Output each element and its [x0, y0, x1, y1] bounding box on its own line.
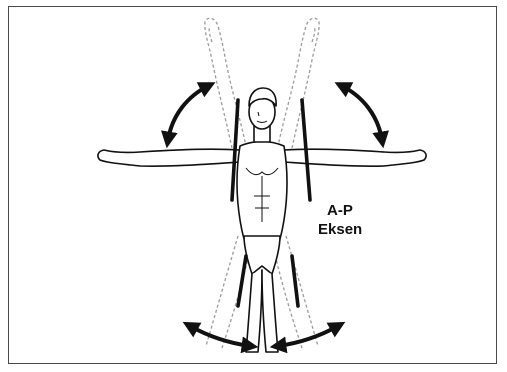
double-headed-curved-arrow-right-leg	[278, 326, 338, 346]
axis-bar-right-leg	[292, 256, 298, 306]
double-headed-curved-arrow-right-arm	[342, 86, 382, 140]
double-headed-curved-arrow-left-arm	[168, 86, 208, 140]
axis-label-line2: Eksen	[318, 221, 362, 239]
double-headed-curved-arrow-left-leg	[190, 326, 250, 346]
axis-label-line1: A-P	[327, 202, 353, 220]
axis-bar-left-leg	[238, 256, 246, 306]
